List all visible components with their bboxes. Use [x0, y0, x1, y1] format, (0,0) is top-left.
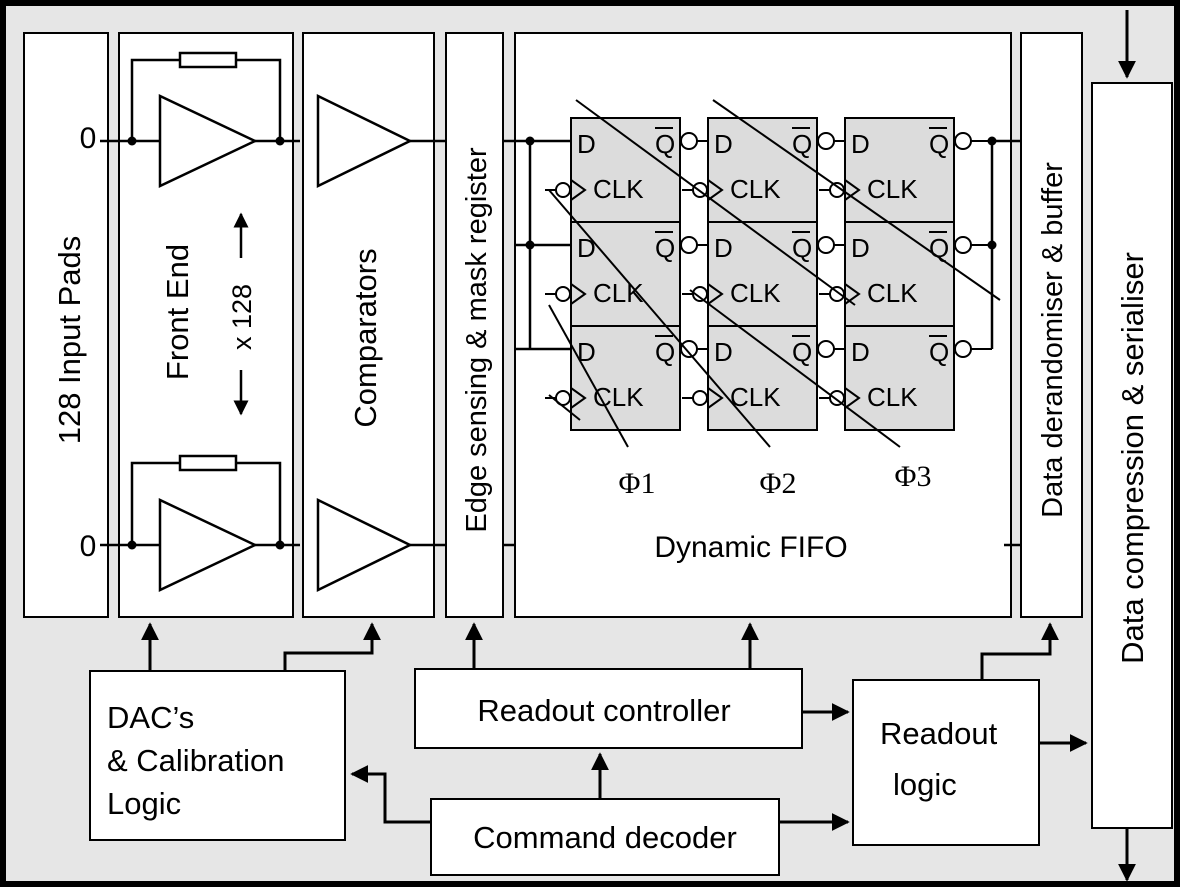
flip-flop-d-pin: D: [851, 337, 870, 367]
clock-edge-symbol: [707, 179, 724, 201]
input-pads-label: 128 Input Pads: [52, 236, 87, 445]
comparator-bottom: [316, 497, 413, 593]
edge-sensing-label: Edge sensing & mask register: [461, 147, 493, 533]
comparator-top: [316, 93, 413, 189]
phase1-line: [575, 99, 856, 306]
flip-flop-d-pin: D: [851, 129, 870, 159]
flip-flop-d-pin: D: [851, 233, 870, 263]
comparators-block: Comparators: [302, 32, 446, 618]
readout-controller-block: Readout controller: [414, 668, 803, 749]
dac-label-line2: & Calibration: [107, 743, 284, 778]
flip-flop-d-pin: D: [577, 233, 596, 263]
clock-edge-symbol: [707, 387, 724, 409]
flip-flop-q-pin: Q: [929, 129, 949, 159]
flip-flop-d-pin: D: [577, 337, 596, 367]
clock-edge-symbol: [707, 283, 724, 305]
clock-edge-symbol: [570, 387, 587, 409]
feedback-resistor-top: [178, 51, 238, 69]
phase2-line-tail: [548, 189, 771, 448]
clock-inversion-bubble: [692, 390, 708, 406]
output-inversion-bubble: [817, 132, 835, 150]
flip-flop-clk-pin: CLK: [867, 174, 918, 204]
clock-edge-symbol: [570, 179, 587, 201]
flip-flop-clk-pin: CLK: [867, 278, 918, 308]
flip-flop-q-pin: Q: [929, 233, 949, 263]
flip-flop-d-pin: D: [577, 129, 596, 159]
flip-flop-q-pin: Q: [792, 337, 812, 367]
flip-flop-clk-pin: CLK: [730, 174, 781, 204]
clock-edge-symbol: [570, 283, 587, 305]
readout-logic-block: Readout logic: [852, 679, 1040, 846]
flip-flop-q-pin: Q: [929, 337, 949, 367]
flip-flop-clk-pin: CLK: [867, 382, 918, 412]
flip-flop-d-pin: D: [714, 233, 733, 263]
phase3-line-tail: [548, 394, 581, 421]
output-inversion-bubble: [817, 340, 835, 358]
flip-flop-clk-pin: CLK: [593, 174, 644, 204]
output-inversion-bubble: [817, 236, 835, 254]
dac-calibration-block: DAC’s & Calibration Logic: [89, 670, 346, 841]
flip-flop-q-pin: Q: [792, 233, 812, 263]
arrow-decoder-to-dac: [350, 765, 431, 824]
clock-phase-label: Φ3: [895, 460, 932, 493]
readout-logic-label-line1: Readout: [880, 716, 998, 751]
flip-flop: [570, 221, 681, 327]
derandomiser-block: Data derandomiser & buffer: [1020, 32, 1083, 618]
output-inversion-bubble: [954, 236, 972, 254]
flip-flop-q-pin: Q: [792, 129, 812, 159]
phase3-line: [689, 289, 901, 448]
output-inversion-bubble: [680, 132, 698, 150]
derandomiser-label: Data derandomiser & buffer: [1037, 162, 1069, 518]
dynamic-fifo-block: Dynamic FIFO D Q CLK D Q CLK D Q CLK D Q CLK D Q CLK D Q…: [514, 32, 1021, 618]
command-decoder-label: Command decoder: [473, 820, 737, 855]
feedback-resistor-bottom: [178, 454, 238, 472]
flip-flop-d-pin: D: [714, 337, 733, 367]
flip-flop: [844, 325, 955, 431]
flip-flop-q-pin: Q: [655, 337, 675, 367]
channel-count-label: x 128: [227, 284, 257, 350]
flip-flop-array: D Q CLK D Q CLK D Q CLK D Q CLK D Q CLK D Q CLK D Q CLK D Q CLK…: [515, 99, 1021, 500]
clock-inversion-bubble: [555, 286, 571, 302]
compression-label: Data compression & serialiser: [1115, 252, 1150, 664]
clock-edge-symbol: [844, 179, 861, 201]
dynamic-fifo-label: Dynamic FIFO: [654, 531, 847, 564]
phase2-line: [712, 99, 1001, 301]
pad-symbol-top: 0: [80, 122, 97, 155]
flip-flop: [844, 221, 955, 327]
clock-phase-label: Φ2: [760, 467, 797, 500]
flip-flop-clk-pin: CLK: [730, 382, 781, 412]
front-end-block: Front End x 128: [100, 32, 300, 618]
front-end-label: Front End: [160, 244, 195, 380]
readout-controller-label: Readout controller: [477, 693, 730, 728]
input-pads-block: 128 Input Pads 0 0: [23, 32, 109, 618]
output-inversion-bubble: [954, 132, 972, 150]
compression-block: Data compression & serialiser: [1091, 82, 1173, 829]
pad-symbol-bottom: 0: [80, 530, 97, 563]
arrow-dac-to-comparators: [283, 622, 381, 671]
output-inversion-bubble: [680, 340, 698, 358]
flip-flop-d-pin: D: [714, 129, 733, 159]
dac-label-line1: DAC’s: [107, 700, 194, 735]
clock-inversion-bubble: [555, 182, 571, 198]
junction-dot: [525, 240, 535, 250]
flip-flop-clk-pin: CLK: [730, 278, 781, 308]
flip-flop-clk-pin: CLK: [593, 278, 644, 308]
clock-phase-label: Φ1: [619, 467, 656, 500]
comparators-label: Comparators: [348, 248, 383, 427]
flip-flop-q-pin: Q: [655, 233, 675, 263]
phase1-line-tail: [548, 304, 629, 448]
control-connections: [141, 10, 1136, 882]
command-decoder-block: Command decoder: [430, 798, 780, 876]
junction-dot: [525, 136, 535, 146]
output-inversion-bubble: [680, 236, 698, 254]
clock-edge-symbol: [844, 387, 861, 409]
dac-label-line3: Logic: [107, 786, 181, 821]
flip-flop-clk-pin: CLK: [593, 382, 644, 412]
flip-flop-q-pin: Q: [655, 129, 675, 159]
arrow-readout-to-buffer: [980, 622, 1059, 680]
readout-logic-label-line2: logic: [893, 767, 957, 802]
output-inversion-bubble: [954, 340, 972, 358]
edge-sensing-block: Edge sensing & mask register: [445, 32, 515, 618]
